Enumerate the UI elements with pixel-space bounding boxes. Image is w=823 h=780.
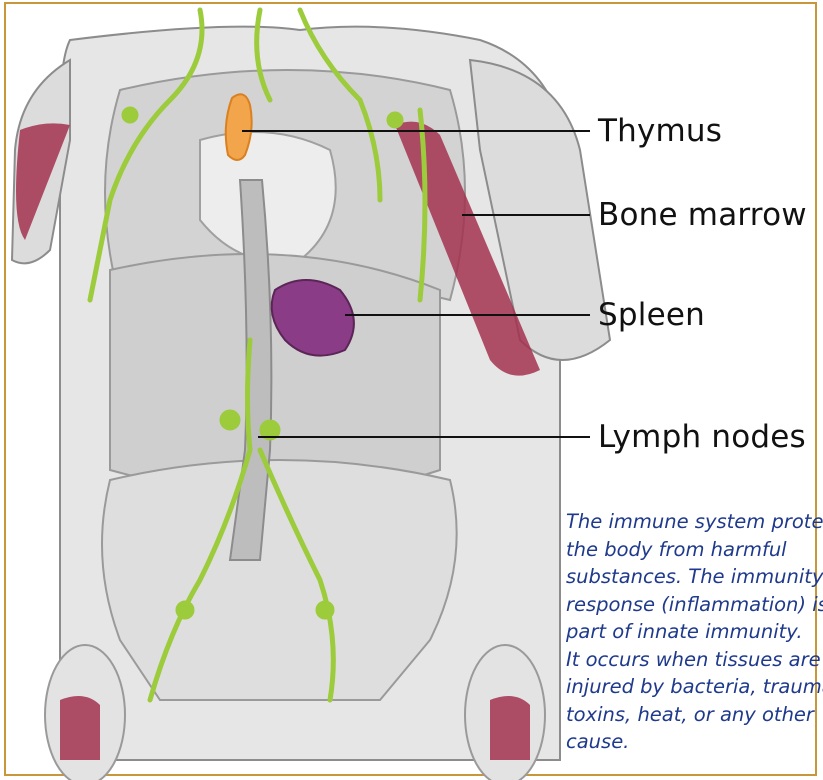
caption-line: response (inflammation) is	[566, 591, 796, 619]
label-spleen: Spleen	[598, 297, 705, 333]
caption-line: injured by bacteria, trauma,	[566, 673, 796, 701]
caption-line: The immune system protects	[566, 508, 796, 536]
caption: The immune system protects the body from…	[566, 508, 796, 756]
caption-line: toxins, heat, or any other	[566, 701, 796, 729]
label-bone-marrow: Bone marrow	[598, 197, 807, 233]
caption-line: part of innate immunity.	[566, 618, 796, 646]
label-lymph-nodes: Lymph nodes	[598, 419, 806, 455]
caption-line: cause.	[566, 728, 796, 756]
label-thymus: Thymus	[598, 113, 722, 149]
caption-line: the body from harmful	[566, 536, 796, 564]
torso	[12, 27, 610, 780]
caption-line: It occurs when tissues are	[566, 646, 796, 674]
thymus-graphic	[226, 94, 252, 160]
caption-line: substances. The immunity	[566, 563, 796, 591]
